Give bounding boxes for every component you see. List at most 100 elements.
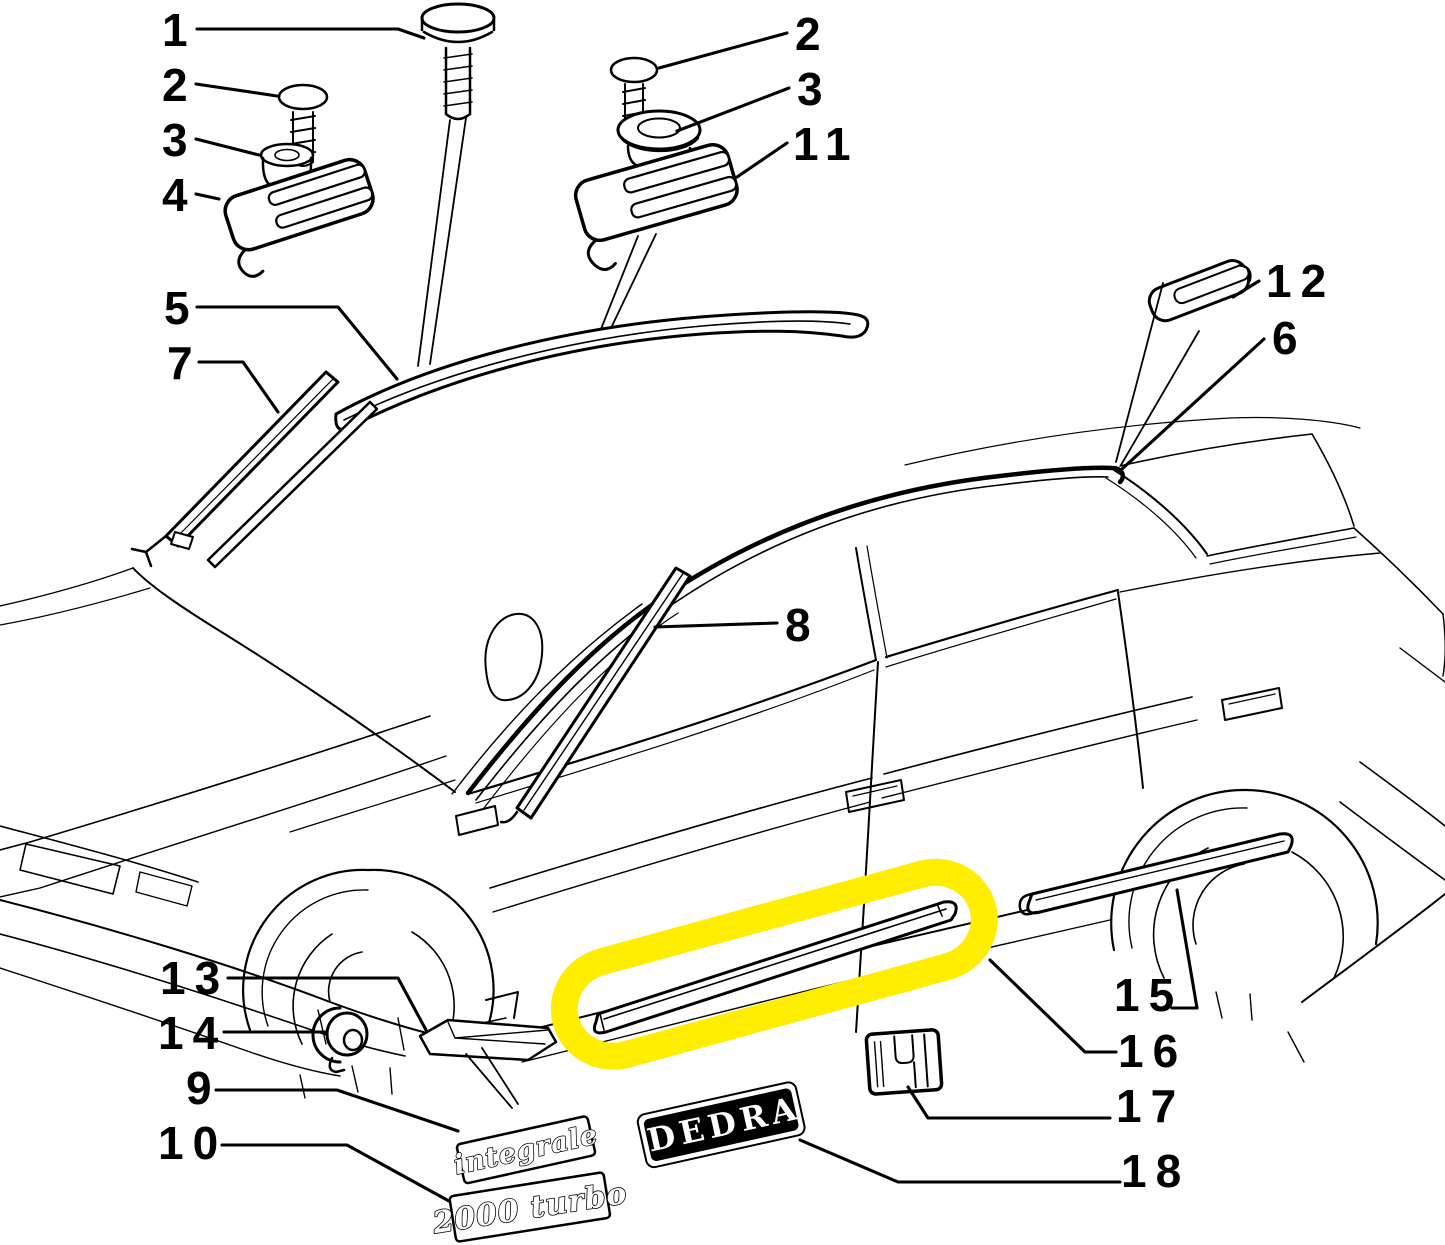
callout-8-label: 8 <box>785 599 820 651</box>
front-door-handle-line <box>852 785 898 797</box>
hood-crease <box>289 779 456 833</box>
part-17-clip <box>864 1028 944 1096</box>
body-line <box>132 567 456 793</box>
callout-5-label: 5 <box>164 282 199 334</box>
hood-crease <box>0 715 431 851</box>
bumper-line <box>0 933 406 1057</box>
part-4-clip <box>223 157 375 278</box>
beltline <box>466 658 878 796</box>
part-16-front-door-moulding <box>592 900 958 1035</box>
leader-15 <box>1170 888 1199 1010</box>
callout-9-label: 9 <box>186 1062 221 1114</box>
leader-lines <box>194 27 1266 1208</box>
leader-13 <box>226 976 428 1032</box>
callout-10-label: 10 <box>158 1117 227 1169</box>
callout-labels: 1 2 3 4 5 7 2 3 11 12 6 8 13 14 9 10 15 … <box>158 4 1335 1197</box>
front-fender-trim <box>455 805 499 836</box>
roof-drip-rail <box>465 465 1125 796</box>
beltline-rear-inner <box>885 598 1117 668</box>
callout-15-label: 15 <box>1114 969 1183 1021</box>
leader-5 <box>195 305 399 381</box>
callout-16-label: 16 <box>1118 1025 1187 1077</box>
b-pillar <box>855 547 877 661</box>
rear-door-handle-line <box>1228 693 1276 705</box>
part-7-end-fork <box>130 534 168 568</box>
leader-7 <box>197 360 280 414</box>
leader-3a <box>194 137 261 157</box>
part-2-screw-right <box>609 56 659 133</box>
leader-16 <box>988 958 1118 1054</box>
quarter-shoulder <box>1119 552 1381 593</box>
b-pillar-inner <box>866 545 888 659</box>
leader-11 <box>735 141 789 179</box>
part-2-screw-left <box>277 83 329 167</box>
leader-1-pointer <box>417 117 467 367</box>
part-7-pillar-moulding <box>130 370 340 568</box>
c-pillar <box>1113 469 1208 555</box>
rear-wheel-hatch <box>1215 991 1305 1063</box>
front-arch-lip <box>261 889 369 1027</box>
leader-12-pointer <box>1115 282 1200 466</box>
c-pillar-inner <box>1105 477 1197 559</box>
leader-4 <box>194 192 221 201</box>
roof-drip-rail-inner <box>475 476 1109 801</box>
part-8-window-frame-moulding <box>499 566 692 824</box>
callout-3a-label: 3 <box>162 114 197 166</box>
rear-bumper-bottom <box>1301 893 1445 1003</box>
part-7-end-tab <box>170 531 194 550</box>
leader-10 <box>220 1143 460 1208</box>
callout-12-label: 12 <box>1266 255 1335 307</box>
badge-dedra: DEDRA <box>636 1081 806 1169</box>
trunk-edge <box>1353 527 1444 615</box>
leader-6 <box>1120 337 1266 471</box>
callout-17-label: 17 <box>1116 1080 1185 1132</box>
leader-11-pointer <box>600 233 657 330</box>
callout-13-label: 13 <box>160 952 229 1004</box>
part-12-clip <box>1147 259 1252 323</box>
door-crease <box>492 719 1198 913</box>
leader-17 <box>906 1085 1112 1120</box>
rear-window-top <box>1119 433 1313 467</box>
body-line <box>0 567 134 607</box>
tail-edge <box>1399 613 1445 683</box>
leader-18 <box>798 1138 1122 1184</box>
hood-crease <box>0 755 447 898</box>
bumper-line <box>0 967 341 1077</box>
leader-3b <box>675 86 791 133</box>
front-face-line <box>0 825 199 883</box>
callout-3b-label: 3 <box>797 63 832 115</box>
mirror-sail <box>484 612 544 702</box>
deck-line-inner <box>1209 536 1357 565</box>
callout-7-label: 7 <box>167 337 202 389</box>
wheel-hatch <box>299 1065 393 1099</box>
callout-1-label: 1 <box>162 4 197 56</box>
part-5-pillar-strip <box>206 400 379 569</box>
callout-11-label: 11 <box>793 118 860 170</box>
front-wheel-arch <box>242 868 495 1032</box>
rear-door-gap <box>1117 591 1144 789</box>
rear-door-handle <box>1221 687 1283 721</box>
part-13-pointer <box>465 1047 519 1109</box>
leader-8 <box>653 621 779 629</box>
leader-2a <box>194 82 279 98</box>
callout-18-label: 18 <box>1121 1145 1190 1197</box>
door-crease <box>489 696 1193 889</box>
highlight-ring-part-16 <box>550 858 998 1070</box>
part-11-clip <box>573 142 739 271</box>
beltline-rear <box>884 588 1120 659</box>
part-14-grommet <box>311 1006 369 1074</box>
part-5-roof-moulding <box>334 310 870 431</box>
leader-12 <box>1231 279 1261 299</box>
part-1-bolt <box>420 2 496 121</box>
windshield-edge <box>451 603 643 795</box>
roof-rear-edge <box>904 416 1361 466</box>
leader-9 <box>214 1088 460 1133</box>
badge-integrale: integrale <box>450 1115 602 1185</box>
callout-2b-label: 2 <box>795 8 830 60</box>
headlight-small <box>135 871 193 907</box>
part-3-grommet-right <box>616 109 702 172</box>
deck-line <box>1206 527 1355 557</box>
callout-4-label: 4 <box>162 169 197 221</box>
body-line <box>0 587 151 626</box>
